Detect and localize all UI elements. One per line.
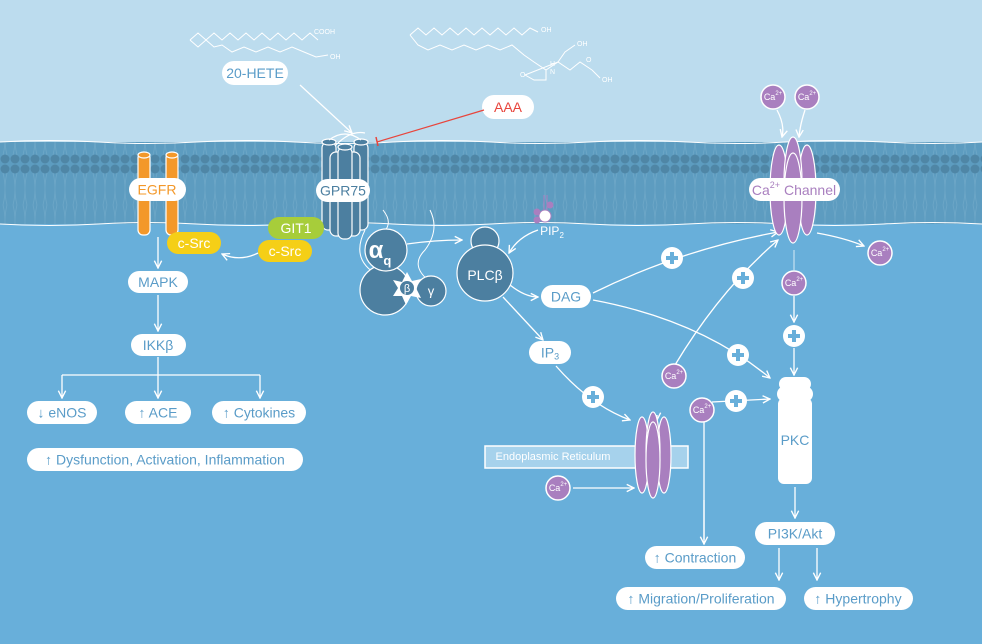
- svg-text:OH: OH: [602, 77, 613, 84]
- plus-icon: [732, 267, 754, 289]
- dag-label: DAG: [541, 285, 591, 308]
- ace-label: ↑ ACE: [125, 401, 191, 424]
- g-gamma-label: γ: [428, 284, 435, 299]
- 20-hete-label: 20-HETE: [222, 61, 288, 85]
- hypertrophy-label: ↑ Hypertrophy: [804, 587, 913, 610]
- calcium-ion: Ca2+: [760, 84, 786, 110]
- calcium-ion: Ca2+: [689, 397, 715, 423]
- svg-text:PI3K/Akt: PI3K/Akt: [768, 526, 823, 542]
- plus-icon: [661, 247, 683, 269]
- csrc-arrow: [222, 252, 259, 258]
- svg-text:GIT1: GIT1: [280, 220, 311, 236]
- csrc-git1-badge: c-Src: [258, 240, 312, 262]
- svg-text:Ca2+: Ca2+: [785, 277, 804, 288]
- svg-text:Ca2+: Ca2+: [871, 247, 890, 258]
- svg-text:↑ Hypertrophy: ↑ Hypertrophy: [814, 591, 901, 607]
- outcome-label: ↑ Dysfunction, Activation, Inflammation: [27, 448, 303, 471]
- svg-text:AAA: AAA: [494, 99, 523, 115]
- plus-icon: [582, 386, 604, 408]
- extracellular-space: [0, 0, 982, 142]
- svg-text:OH: OH: [330, 54, 341, 61]
- svg-text:O: O: [520, 72, 526, 79]
- pip2-label: PIP2: [540, 224, 564, 240]
- gpr75-label: GPR75: [316, 179, 370, 202]
- svg-text:OH: OH: [541, 27, 552, 34]
- contraction-label: ↑ Contraction: [645, 546, 745, 569]
- svg-text:↑ Contraction: ↑ Contraction: [654, 550, 736, 566]
- pi3k-label: PI3K/Akt: [755, 522, 835, 545]
- svg-text:c-Src: c-Src: [269, 243, 302, 259]
- aaa-structure: OH H N O OH O OH: [409, 27, 613, 84]
- git1-badge: GIT1: [268, 217, 324, 239]
- svg-text:↑ ACE: ↑ ACE: [139, 405, 178, 421]
- calcium-ion: Ca2+: [661, 363, 687, 389]
- csrc-egfr-badge: c-Src: [167, 232, 221, 254]
- svg-text:Ca2+: Ca2+: [665, 370, 684, 381]
- hete-activation-arrow: [299, 84, 352, 133]
- calcium-ion: Ca2+: [867, 240, 893, 266]
- plus-icon: [783, 325, 805, 347]
- calcium-ion: Ca2+: [781, 270, 807, 296]
- svg-text:c-Src: c-Src: [178, 235, 211, 251]
- svg-text:Ca2+ Channel: Ca2+ Channel: [752, 180, 836, 198]
- svg-text:DAG: DAG: [551, 289, 581, 305]
- svg-text:Endoplasmic Reticulum: Endoplasmic Reticulum: [496, 451, 611, 463]
- svg-text:N: N: [550, 69, 555, 76]
- svg-text:20-HETE: 20-HETE: [226, 65, 284, 81]
- svg-text:COOH: COOH: [314, 29, 335, 36]
- svg-text:Ca2+: Ca2+: [764, 91, 783, 102]
- svg-text:H: H: [550, 61, 555, 68]
- calcium-channel-label: Ca2+ Channel: [749, 178, 840, 201]
- svg-text:↑ Cytokines: ↑ Cytokines: [223, 405, 295, 421]
- g-protein: [359, 228, 447, 316]
- svg-text:EGFR: EGFR: [138, 182, 177, 198]
- svg-text:Ca2+: Ca2+: [798, 91, 817, 102]
- plc-label: PLCβ: [467, 267, 502, 283]
- cytokines-label: ↑ Cytokines: [212, 401, 306, 424]
- svg-text:MAPK: MAPK: [138, 274, 178, 290]
- g-alpha-label: αq: [369, 237, 392, 268]
- svg-text:IP3: IP3: [541, 345, 559, 362]
- pkc: [777, 377, 813, 484]
- svg-text:O: O: [586, 57, 592, 64]
- inhibition-icon: [375, 136, 379, 147]
- pip2-molecule: [533, 195, 554, 224]
- 20-hete-structure: COOH OH: [189, 29, 341, 61]
- pkc-label: PKC: [781, 432, 810, 448]
- gq-to-plc-arrow: [406, 240, 462, 245]
- plc-beta: [456, 226, 514, 302]
- svg-text:↑ Dysfunction, Activation, Inf: ↑ Dysfunction, Activation, Inflammation: [45, 452, 285, 468]
- svg-text:GPR75: GPR75: [320, 183, 366, 199]
- svg-text:Ca2+: Ca2+: [549, 482, 568, 493]
- mapk-label: MAPK: [128, 271, 188, 293]
- aaa-label: AAA: [482, 95, 534, 119]
- egfr-label: EGFR: [129, 178, 186, 201]
- svg-text:↓ eNOS: ↓ eNOS: [37, 405, 86, 421]
- calcium-ion: Ca2+: [545, 475, 571, 501]
- svg-text:Ca2+: Ca2+: [693, 404, 712, 415]
- svg-text:OH: OH: [577, 41, 588, 48]
- plus-icon: [727, 344, 749, 366]
- svg-text:↑ Migration/Proliferation: ↑ Migration/Proliferation: [627, 591, 774, 607]
- migration-label: ↑ Migration/Proliferation: [616, 587, 786, 610]
- calcium-ion: Ca2+: [794, 84, 820, 110]
- plus-icon: [725, 390, 747, 412]
- g-beta-label: β: [404, 283, 410, 295]
- ikk-label: IKKβ: [131, 334, 186, 356]
- ip3-label: IP3: [529, 341, 571, 364]
- svg-text:IKKβ: IKKβ: [143, 337, 174, 353]
- enos-label: ↓ eNOS: [27, 401, 97, 424]
- aaa-inhibition-line: [376, 109, 485, 143]
- er-calcium-channel: [634, 411, 672, 499]
